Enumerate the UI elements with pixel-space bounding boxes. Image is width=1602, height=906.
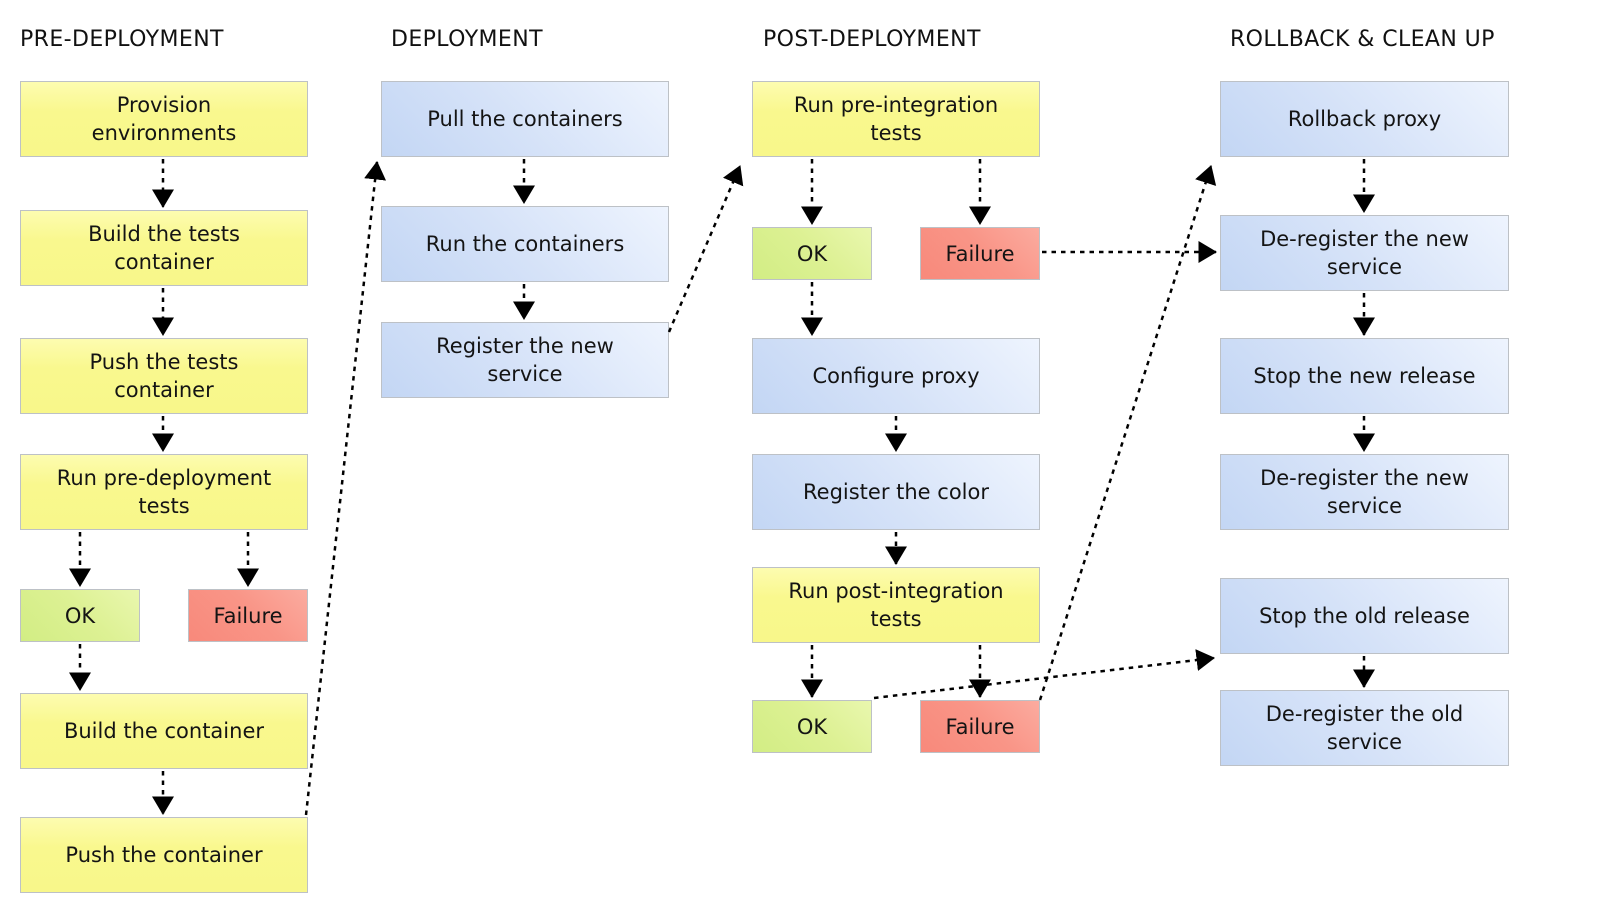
node-push-container: Push the container: [20, 817, 308, 893]
node-rollback-proxy: Rollback proxy: [1220, 81, 1509, 157]
node-push-tests-container: Push the tests container: [20, 338, 308, 414]
column-title-pre-deployment: PRE-DEPLOYMENT: [20, 27, 224, 52]
node-stop-new-release: Stop the new release: [1220, 338, 1509, 414]
edge-failure-post-integration-to-rollback-proxy: [1038, 165, 1217, 701]
node-register-color: Register the color: [752, 454, 1040, 530]
node-failure-pre-integration: Failure: [920, 227, 1040, 280]
column-title-rollback-clean-up: ROLLBACK & CLEAN UP: [1230, 27, 1495, 52]
node-deregister-new-service-1: De-register the new service: [1220, 215, 1509, 291]
node-register-new-service: Register the new service: [381, 322, 669, 398]
node-failure-post-integration: Failure: [920, 700, 1040, 753]
node-configure-proxy: Configure proxy: [752, 338, 1040, 414]
node-deregister-old-service: De-register the old service: [1220, 690, 1509, 766]
column-title-post-deployment: POST-DEPLOYMENT: [763, 27, 981, 52]
edge-register-new-to-run-pre-integration: [667, 165, 744, 333]
node-ok-post-integration: OK: [752, 700, 872, 753]
node-build-container: Build the container: [20, 693, 308, 769]
node-deregister-new-service-2: De-register the new service: [1220, 454, 1509, 530]
node-pull-containers: Pull the containers: [381, 81, 669, 157]
node-ok-pre-deployment: OK: [20, 589, 140, 642]
node-run-pre-deployment-tests: Run pre-deployment tests: [20, 454, 308, 530]
node-run-post-integration-tests: Run post-integration tests: [752, 567, 1040, 643]
node-run-containers: Run the containers: [381, 206, 669, 282]
node-provision-environments: Provision environments: [20, 81, 308, 157]
node-failure-pre-deployment: Failure: [188, 589, 308, 642]
node-run-pre-integration-tests: Run pre-integration tests: [752, 81, 1040, 157]
edge-ok-post-integration-to-stop-old: [873, 649, 1215, 700]
node-ok-pre-integration: OK: [752, 227, 872, 280]
node-stop-old-release: Stop the old release: [1220, 578, 1509, 654]
edge-push-container-to-pull-containers: [304, 161, 387, 816]
column-title-deployment: DEPLOYMENT: [391, 27, 543, 52]
node-build-tests-container: Build the tests container: [20, 210, 308, 286]
